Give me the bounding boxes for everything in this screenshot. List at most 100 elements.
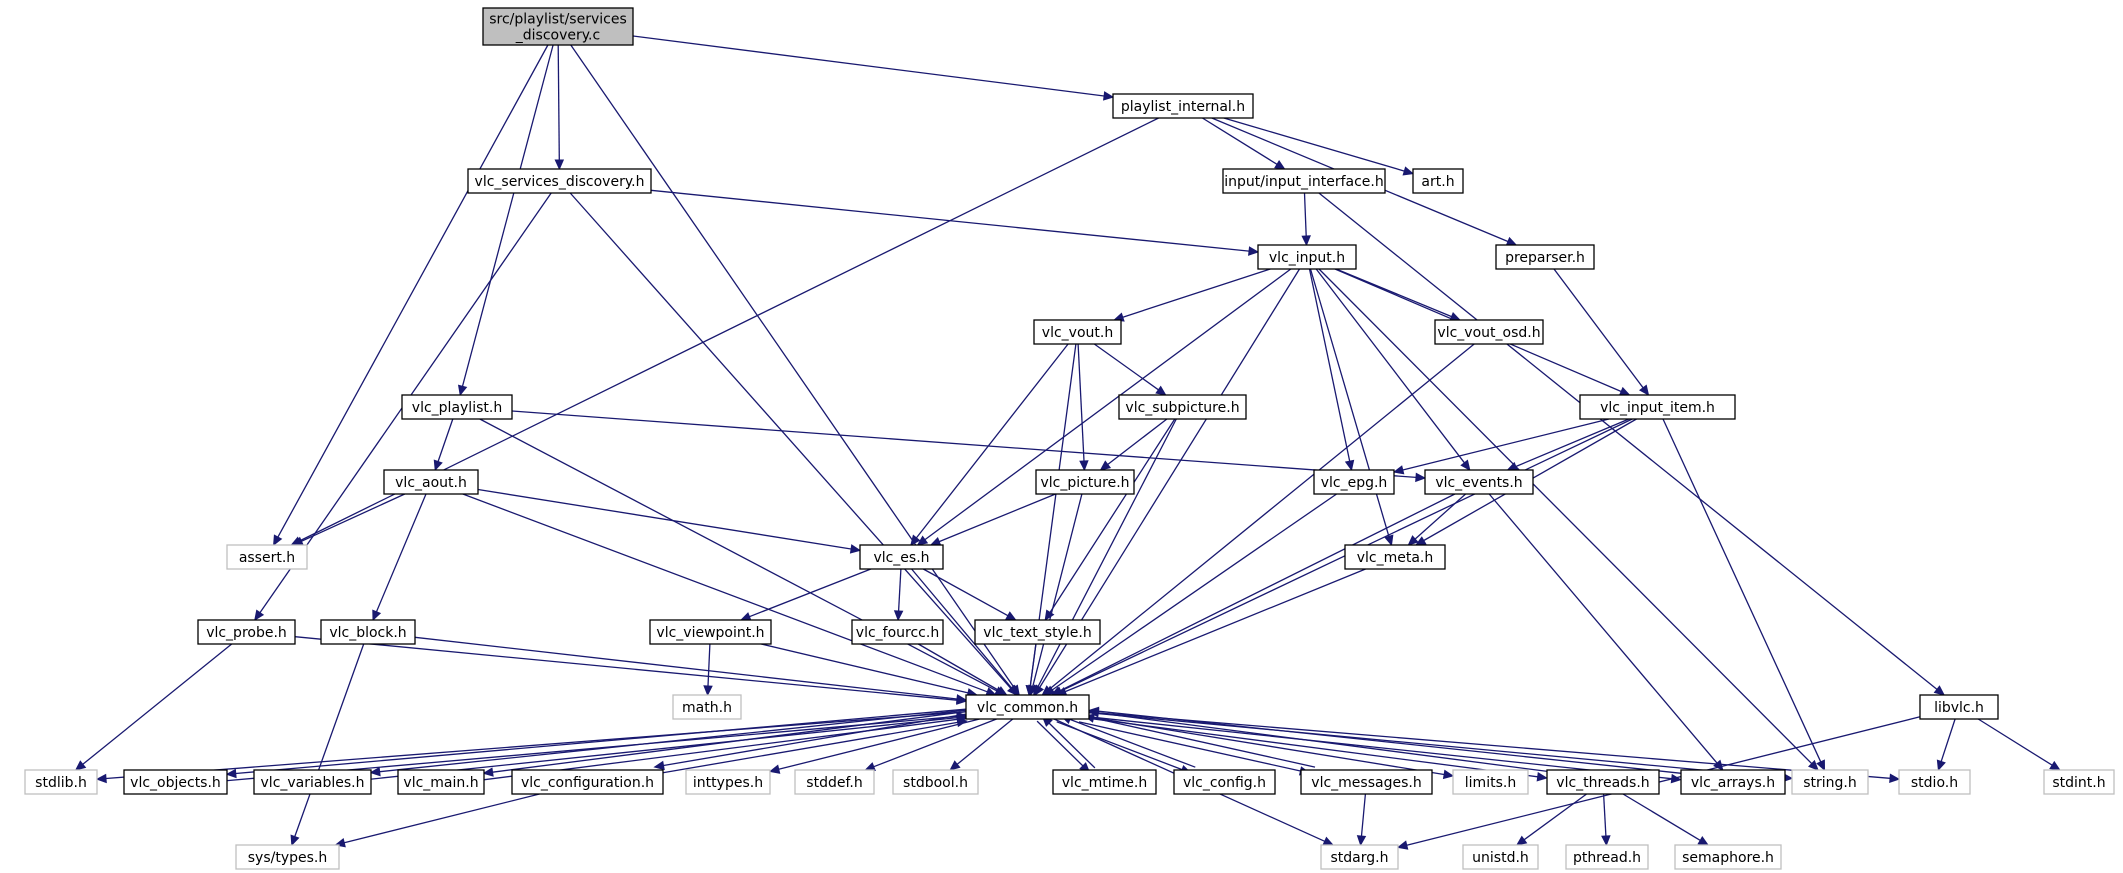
edge-arrowhead xyxy=(1808,759,1819,771)
node-sem[interactable]: semaphore.h xyxy=(1674,844,1782,870)
node-vii[interactable]: vlc_input_item.h xyxy=(1579,394,1736,420)
node-vts[interactable]: vlc_text_style.h xyxy=(974,619,1101,645)
node-int[interactable]: inttypes.h xyxy=(685,769,771,795)
node-pli[interactable]: playlist_internal.h xyxy=(1112,93,1254,119)
node-box xyxy=(235,844,340,870)
edge-line xyxy=(1122,268,1271,318)
edge-arrowhead xyxy=(1515,835,1528,846)
node-vme[interactable]: vlc_meta.h xyxy=(1344,544,1446,570)
edge-line xyxy=(1039,268,1301,688)
node-str[interactable]: string.h xyxy=(1791,769,1869,795)
edge-line xyxy=(1088,711,1891,779)
node-vob[interactable]: vlc_objects.h xyxy=(123,769,228,795)
node-box xyxy=(1344,544,1446,570)
edge-line xyxy=(1622,793,1701,841)
edge-arrowhead xyxy=(1079,460,1089,472)
node-vma[interactable]: vlc_main.h xyxy=(397,769,485,795)
edge-arrowhead xyxy=(95,773,107,784)
node-sit[interactable]: stdint.h xyxy=(2043,769,2115,795)
node-vsd[interactable]: vlc_services_discovery.h xyxy=(467,168,652,194)
edge-vao-to-ves xyxy=(477,488,862,554)
node-label: vlc_viewpoint.h xyxy=(656,625,764,641)
node-iif[interactable]: input/input_interface.h xyxy=(1222,168,1386,194)
edge-vev-to-vme xyxy=(1407,493,1467,546)
node-sio[interactable]: stdio.h xyxy=(1898,769,1971,795)
edge-vvosd-to-vco xyxy=(1041,343,1475,696)
node-art[interactable]: art.h xyxy=(1412,168,1464,194)
edge-line xyxy=(1098,710,1682,774)
edge-line xyxy=(1029,643,1037,687)
node-label: vlc_aout.h xyxy=(395,475,467,491)
edge-vth-to-sem xyxy=(1622,793,1710,846)
node-vev[interactable]: vlc_events.h xyxy=(1424,469,1534,495)
edge-line xyxy=(1488,493,1718,764)
edge-arrowhead xyxy=(949,760,961,771)
node-box xyxy=(1222,168,1386,194)
edge-vii-to-vev xyxy=(1506,418,1630,471)
edge-vvp-to-mth xyxy=(703,643,713,697)
edge-line xyxy=(1088,716,1672,780)
edge-arrowhead xyxy=(1670,773,1682,784)
edge-vco-to-var xyxy=(1088,716,1682,784)
node-vin[interactable]: vlc_input.h xyxy=(1257,244,1357,270)
node-vvp[interactable]: vlc_viewpoint.h xyxy=(649,619,772,645)
node-vvosd[interactable]: vlc_vout_osd.h xyxy=(1434,319,1544,345)
node-label: vlc_block.h xyxy=(329,625,406,641)
node-vmt[interactable]: vlc_mtime.h xyxy=(1052,769,1157,795)
edge-vco-to-sio xyxy=(1088,711,1901,784)
node-ast[interactable]: assert.h xyxy=(226,544,308,570)
edge-arrowhead xyxy=(254,609,265,622)
node-vpi[interactable]: vlc_picture.h xyxy=(1035,469,1135,495)
edge-vbl-to-vco xyxy=(414,636,968,704)
node-vpl[interactable]: vlc_playlist.h xyxy=(401,394,513,420)
node-label: string.h xyxy=(1803,775,1857,791)
node-vvo[interactable]: vlc_vout.h xyxy=(1033,319,1122,345)
node-vpr[interactable]: vlc_probe.h xyxy=(197,619,296,645)
edge-arrowhead xyxy=(290,834,300,847)
node-box xyxy=(1118,394,1247,420)
node-ves[interactable]: vlc_es.h xyxy=(859,544,944,570)
node-pth[interactable]: pthread.h xyxy=(1565,844,1649,870)
node-box xyxy=(1035,469,1135,495)
node-lim[interactable]: limits.h xyxy=(1452,769,1529,795)
node-vfo[interactable]: vlc_fourcc.h xyxy=(851,619,944,645)
node-sty[interactable]: sys/types.h xyxy=(235,844,340,870)
node-std[interactable]: stddef.h xyxy=(794,769,875,795)
node-vva[interactable]: vlc_variables.h xyxy=(253,769,372,795)
edge-vvo-to-ves xyxy=(910,343,1069,546)
edge-vco-to-vmt xyxy=(1036,720,1091,773)
edge-arrowhead xyxy=(1697,835,1710,846)
node-vep[interactable]: vlc_epg.h xyxy=(1313,469,1395,495)
edge-vii-to-vep xyxy=(1392,418,1610,475)
node-box xyxy=(467,168,652,194)
node-mth[interactable]: math.h xyxy=(672,694,742,720)
node-label: vlc_events.h xyxy=(1435,475,1522,491)
node-label: vlc_vout.h xyxy=(1042,325,1113,341)
node-label: vlc_objects.h xyxy=(130,775,221,791)
node-vao[interactable]: vlc_aout.h xyxy=(383,469,479,495)
node-label: stdint.h xyxy=(2052,775,2105,791)
node-prp[interactable]: preparser.h xyxy=(1495,244,1595,270)
node-vco[interactable]: vlc_common.h xyxy=(965,694,1090,720)
node-stl[interactable]: stdlib.h xyxy=(24,769,98,795)
edge-arrowhead xyxy=(554,159,565,171)
node-vsp[interactable]: vlc_subpicture.h xyxy=(1118,394,1247,420)
node-vcg[interactable]: vlc_config.h xyxy=(1173,769,1276,795)
edge-vco-to-sbo xyxy=(949,718,1014,771)
node-sbo[interactable]: stdbool.h xyxy=(892,769,979,795)
node-label: vlc_variables.h xyxy=(261,775,365,791)
node-vms[interactable]: vlc_messages.h xyxy=(1300,769,1433,795)
node-uni[interactable]: unistd.h xyxy=(1462,844,1539,870)
edges-layer xyxy=(74,35,2061,850)
node-vcf[interactable]: vlc_configuration.h xyxy=(511,769,664,795)
edge-line xyxy=(1093,343,1159,391)
edge-arrowhead xyxy=(956,694,968,704)
node-vth[interactable]: vlc_threads.h xyxy=(1546,769,1660,795)
node-lvl[interactable]: libvlc.h xyxy=(1919,694,1999,720)
edge-line xyxy=(570,44,1015,688)
node-box xyxy=(401,394,513,420)
node-sar[interactable]: stdarg.h xyxy=(1320,844,1399,870)
node-vbl[interactable]: vlc_block.h xyxy=(320,619,416,645)
node-var[interactable]: vlc_arrays.h xyxy=(1680,769,1786,795)
node-box xyxy=(197,619,296,645)
